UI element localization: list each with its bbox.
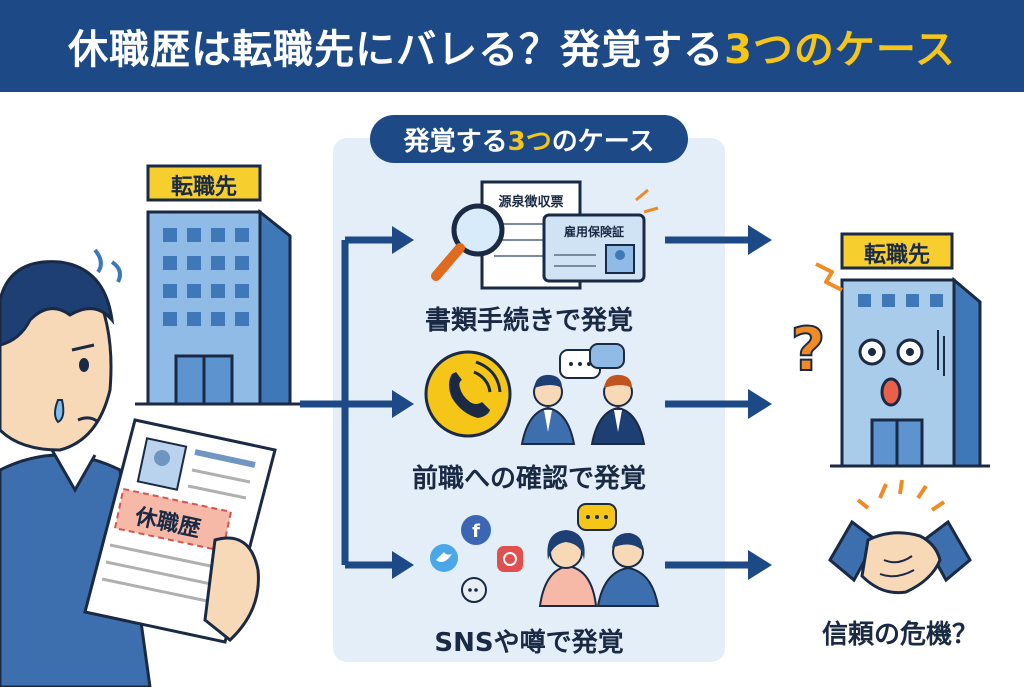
result-arrows (665, 225, 772, 580)
businessman-icon (520, 374, 576, 445)
instagram-icon (497, 546, 523, 572)
surprise-spark-icon (815, 262, 843, 292)
case2-caption: 前職への確認で発覚 (411, 464, 646, 494)
gossip-woman-icon (538, 530, 598, 607)
question-mark-icon: ? (790, 314, 827, 386)
resume-document-icon: 休職歴 (83, 418, 277, 644)
phone-icon (424, 350, 512, 438)
branch-arrowheads (392, 226, 414, 579)
cases-label-post: のケース (551, 126, 655, 157)
doc-withholding-label: 源泉徴収票 (498, 194, 563, 210)
title-highlight: 3つのケース (724, 27, 956, 73)
branch-arrows (300, 236, 395, 569)
case3-caption: SNSや噂で発覚 (434, 628, 624, 658)
title-banner: 休職歴は転職先にバレる？発覚する3つのケース (0, 0, 1024, 92)
gossip-bubble-icon (577, 503, 617, 531)
chat-icon (461, 577, 487, 603)
svg-text:f: f (472, 521, 480, 542)
cases-label-pre: 発覚する (403, 126, 508, 157)
left-building-icon (135, 164, 300, 406)
right-company-sign: 転職先 (863, 243, 930, 268)
businessman-2-icon (590, 374, 646, 445)
doc-insurance-label: 雇用保険証 (564, 224, 624, 239)
twitter-icon (430, 544, 458, 572)
surprised-building-icon (830, 232, 990, 468)
case1-documents-icon: 源泉徴収票 雇用保険証 (480, 180, 659, 290)
left-company-sign: 転職先 (170, 175, 237, 200)
svg-text:?: ? (791, 315, 826, 385)
case1-caption: 書類手続きで発覚 (424, 306, 633, 336)
trust-caption: 信頼の危機？ (821, 620, 978, 650)
gossip-man-icon (596, 532, 660, 607)
cases-label-num: 3つ (507, 126, 552, 157)
speech-bubbles-icon (559, 343, 625, 379)
facebook-icon: f (461, 515, 491, 545)
title-main: 休職歴は転職先にバレる？発覚する (68, 27, 725, 73)
handshake-icon (828, 479, 972, 595)
magnifier-icon (431, 203, 505, 281)
page-title: 休職歴は転職先にバレる？発覚する3つのケース (68, 17, 956, 75)
